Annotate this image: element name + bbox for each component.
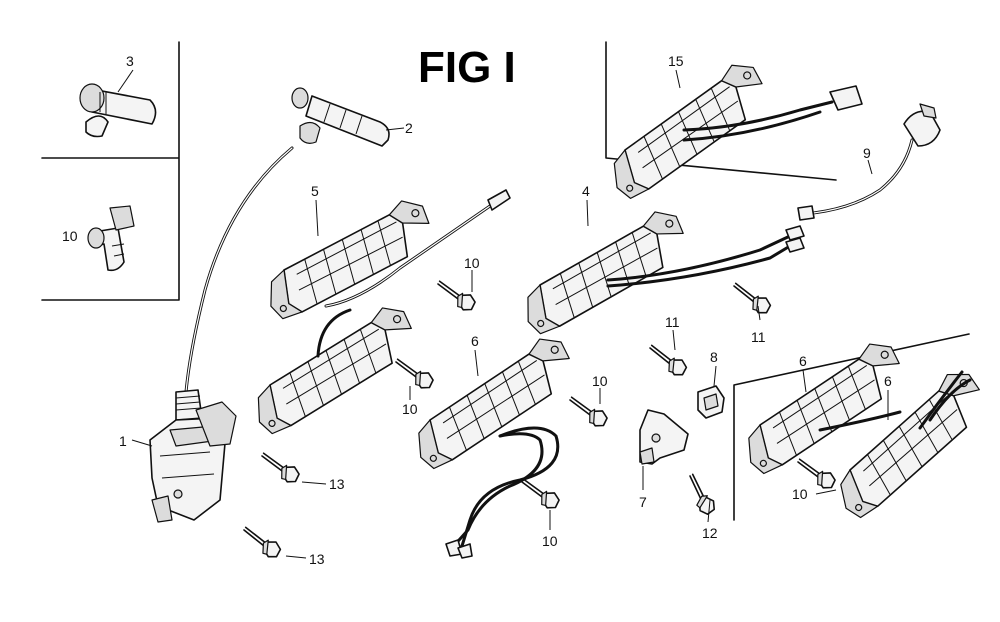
- callout-14: 10: [62, 228, 78, 244]
- part-2-spark-plug-cap: [291, 87, 390, 147]
- callout-3: 3: [126, 53, 134, 69]
- callout-10-b: 10: [402, 401, 418, 417]
- callout-13-b: 13: [309, 551, 325, 567]
- callout-11-a: 11: [665, 314, 680, 330]
- callout-10-e: 10: [792, 486, 808, 502]
- part-7-bracket: [639, 409, 689, 465]
- part-6-coil-inset-b: [813, 364, 1000, 523]
- part-3-plug-cap: [79, 83, 157, 138]
- inset-frame-bottom-right: [733, 333, 970, 521]
- bolt-13-a: [257, 452, 303, 485]
- bolt-10-d: [517, 478, 563, 511]
- part-14-plug-cap-alt: [87, 205, 135, 272]
- part-6-coil-left: [240, 302, 428, 437]
- part-8-grommet: [697, 385, 725, 419]
- callout-10-a: 10: [464, 255, 480, 271]
- callout-9: 9: [863, 145, 871, 161]
- bolt-11-b: [728, 282, 775, 316]
- callout-12: 12: [702, 525, 718, 541]
- callout-5: 5: [311, 183, 319, 199]
- callout-1: 1: [119, 433, 127, 449]
- callout-6-center: 6: [471, 333, 479, 349]
- part-5-exciter-coil: [258, 189, 511, 321]
- bolt-12: [676, 472, 724, 518]
- bolt-10-c: [565, 396, 611, 429]
- callout-6-inset-b: 6: [884, 373, 892, 389]
- bolt-10-a: [433, 280, 479, 313]
- callout-4: 4: [582, 183, 590, 199]
- callout-15: 15: [668, 53, 684, 69]
- leader-lines: [117, 69, 889, 559]
- bolt-13-b: [238, 526, 285, 560]
- part-9-wire-harness: [797, 103, 941, 221]
- part-6-charge-coil: [399, 332, 588, 559]
- callout-7: 7: [639, 494, 647, 510]
- callout-10-d: 10: [542, 533, 558, 549]
- callout-6-inset-a: 6: [799, 353, 807, 369]
- callout-11-b: 11: [751, 329, 766, 345]
- part-4-lighting-coil: [512, 206, 805, 337]
- inset-frame-left: [41, 41, 180, 301]
- figure-title: FIG I: [418, 43, 516, 92]
- part-15-coil: [592, 57, 863, 202]
- part-6-coil-inset-a: [729, 337, 918, 477]
- bolt-10-b: [391, 358, 437, 391]
- part-1-ignition-coil: [149, 146, 294, 523]
- callout-10-c: 10: [592, 373, 608, 389]
- callout-8: 8: [710, 349, 718, 365]
- inset-frame-top-right: [605, 41, 837, 181]
- callout-13-a: 13: [329, 476, 345, 492]
- bolt-11-a: [644, 344, 691, 378]
- callout-2: 2: [405, 120, 413, 136]
